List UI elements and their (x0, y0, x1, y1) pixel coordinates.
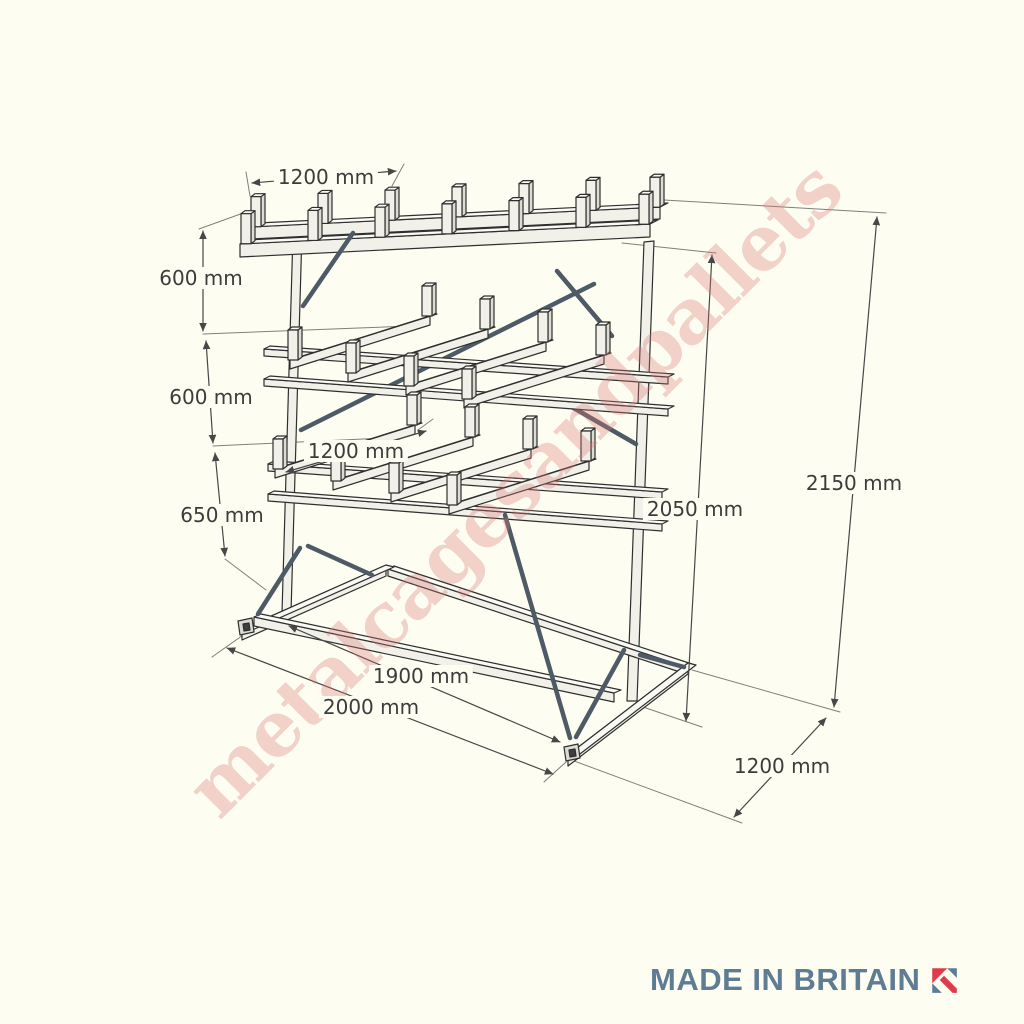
dim-label-arm-length: 1200 mm (303, 440, 409, 462)
dim-label-frame-height: 2050 mm (642, 498, 748, 520)
dim-label-total-height: 2150 mm (801, 472, 907, 494)
made-in-britain-logo: MADE IN BRITAIN (650, 962, 959, 998)
dim-label-total-length: 2000 mm (318, 696, 424, 718)
made-in-britain-text: MADE IN BRITAIN (650, 962, 921, 997)
dim-label-depth: 1200 mm (729, 755, 835, 777)
dim-label-inner-length: 1900 mm (368, 665, 474, 687)
union-flag-arrow-icon (932, 968, 958, 993)
dim-label-top-width: 1200 mm (273, 166, 379, 188)
dim-label-middle-gap: 600 mm (165, 386, 257, 408)
dim-label-lower-gap: 650 mm (176, 504, 268, 526)
dim-label-upper-gap: 600 mm (155, 267, 247, 289)
